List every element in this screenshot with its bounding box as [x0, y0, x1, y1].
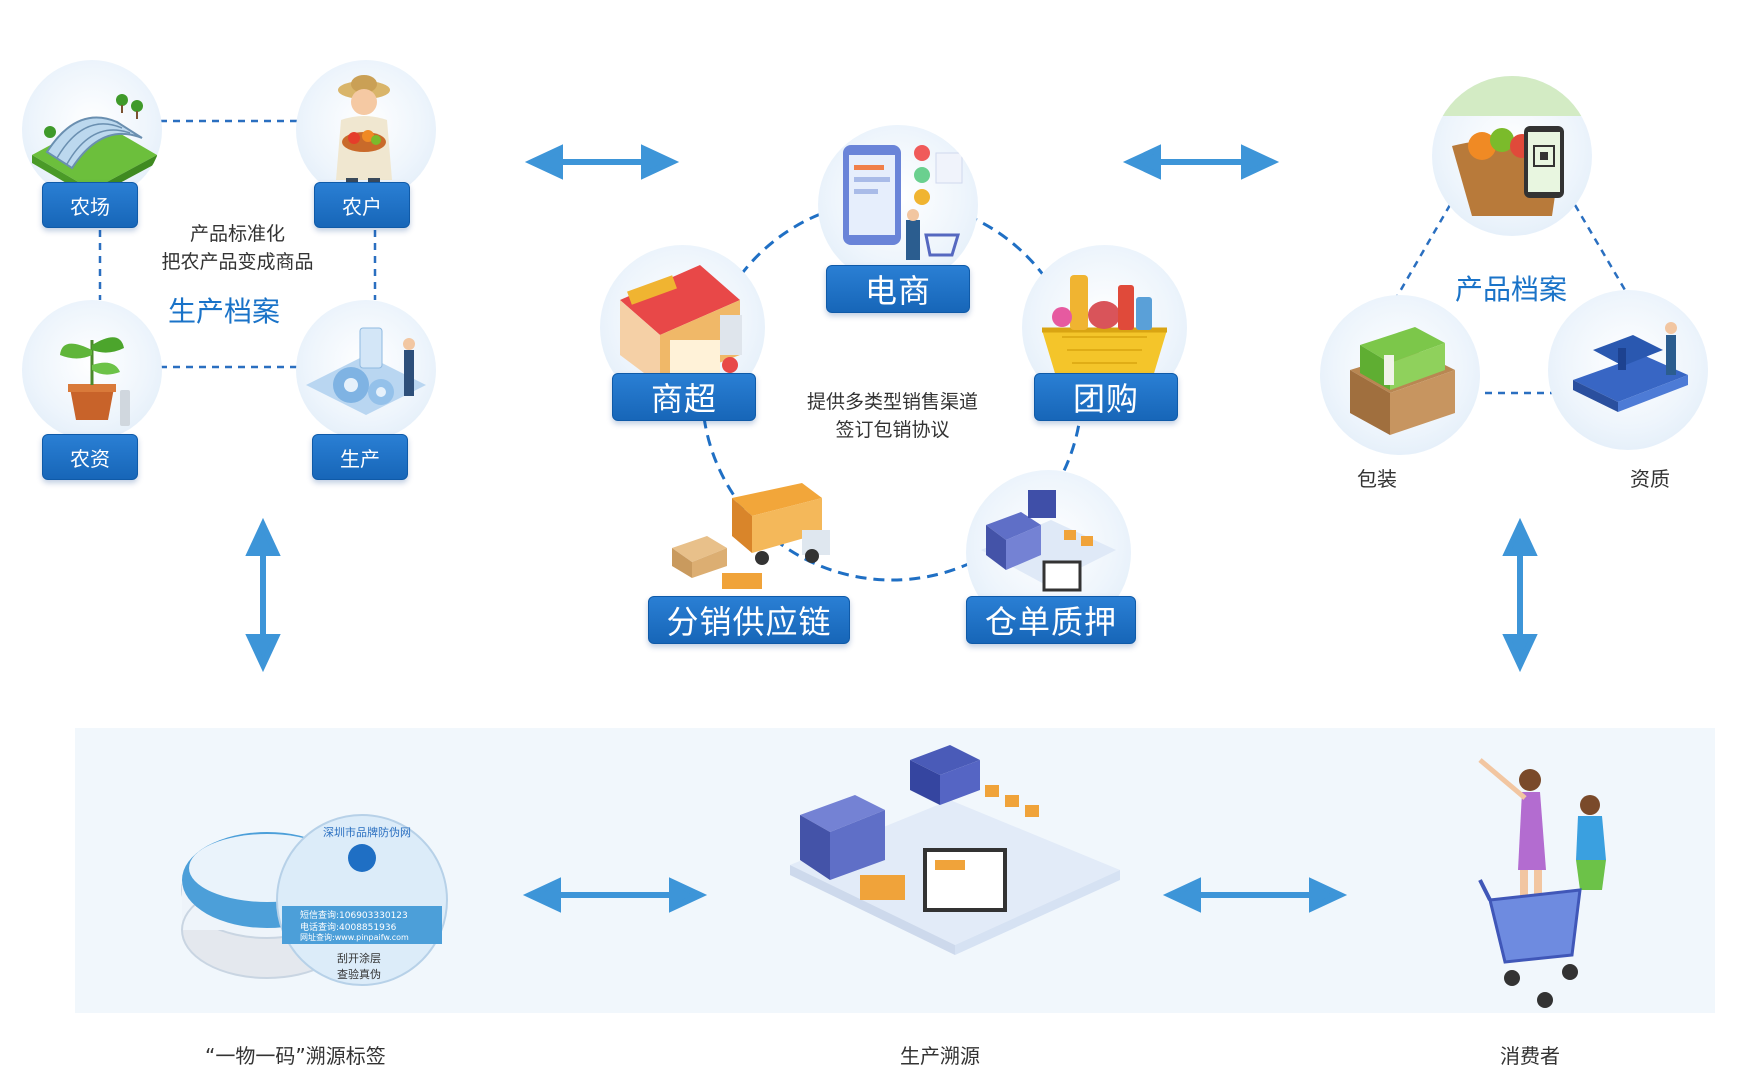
distribution-label: 分销供应链	[648, 596, 850, 644]
gear-icon	[306, 327, 426, 415]
production-archive-desc-2: 把农产品变成商品	[161, 251, 314, 273]
factory-icon	[790, 745, 1120, 955]
production-archive-dashed-frame	[98, 119, 377, 369]
double-arrows	[245, 144, 1538, 673]
production-label: 生产	[312, 434, 408, 480]
arrow-left-vertical	[245, 517, 281, 673]
label-card-line-d: 网址查询:www.pinpaifw.com	[300, 933, 409, 942]
qualification-circle	[1548, 290, 1708, 450]
ecommerce-circle	[818, 125, 978, 285]
sales-channels-desc-1: 提供多类型销售渠道	[806, 391, 978, 413]
store-icon	[620, 265, 742, 385]
production-archive-title: 生产档案	[168, 295, 281, 328]
truck-icon	[672, 483, 830, 589]
certificate-book-icon	[1573, 322, 1688, 412]
label-card-line-e: 刮开涂层	[337, 952, 381, 965]
shopping-cart-icon	[1478, 758, 1606, 1008]
materials-label: 农资	[42, 434, 138, 480]
warehouse-label: 仓单质押	[966, 596, 1136, 644]
label-card-line-b: 短信查询:106903330123	[300, 911, 408, 921]
production-circle	[296, 300, 436, 440]
consumer-scan-circle	[1432, 76, 1592, 236]
production-trace-caption: 生产溯源	[900, 1044, 980, 1068]
production-archive-desc-1: 产品标准化	[189, 223, 285, 245]
materials-circle	[22, 300, 162, 440]
trace-label-illustration: 深圳市品牌防伪网 短信查询:106903330123 电话查询:40088519…	[172, 810, 462, 990]
label-card-line-c: 电话查询:4008851936	[300, 923, 397, 933]
packaging-circle	[1320, 295, 1480, 455]
product-archive-title: 产品档案	[1455, 273, 1568, 306]
supermarket-label: 商超	[612, 373, 756, 421]
sales-channels-desc-2: 签订包销协议	[835, 419, 950, 441]
arrow-center-to-right	[1122, 144, 1280, 180]
farm-label: 农场	[42, 182, 138, 228]
trace-label-caption: “一物一码”溯源标签	[205, 1044, 386, 1068]
warehouse-icon	[981, 490, 1116, 592]
distribution-illustration	[662, 478, 837, 598]
label-card-line-a: 深圳市品牌防伪网	[323, 826, 411, 839]
group-buy-label: 团购	[1034, 373, 1178, 421]
qr-phone-icon	[1432, 76, 1592, 216]
box-icon	[1350, 327, 1455, 435]
consumer-caption: 消费者	[1500, 1044, 1560, 1068]
label-roll-icon	[181, 814, 448, 986]
qualification-caption: 资质	[1630, 467, 1670, 491]
label-card-line-f: 查验真伪	[337, 968, 381, 981]
basket-icon	[1042, 275, 1167, 380]
arrow-left-to-center	[524, 144, 680, 180]
greenhouse-icon	[32, 94, 157, 198]
farmer-icon	[336, 75, 392, 198]
seedling-icon	[60, 337, 130, 426]
farm-circle	[22, 60, 162, 200]
packaging-caption: 包装	[1357, 467, 1397, 491]
product-archive-dashed-frame	[1393, 204, 1627, 395]
arrow-right-vertical	[1502, 517, 1538, 673]
phone-shop-icon	[843, 145, 963, 260]
farmer-label: 农户	[314, 182, 410, 228]
production-trace-illustration	[780, 745, 1130, 985]
consumer-illustration	[1460, 750, 1640, 1020]
farmer-circle	[296, 60, 436, 200]
ecommerce-label: 电商	[826, 265, 970, 313]
